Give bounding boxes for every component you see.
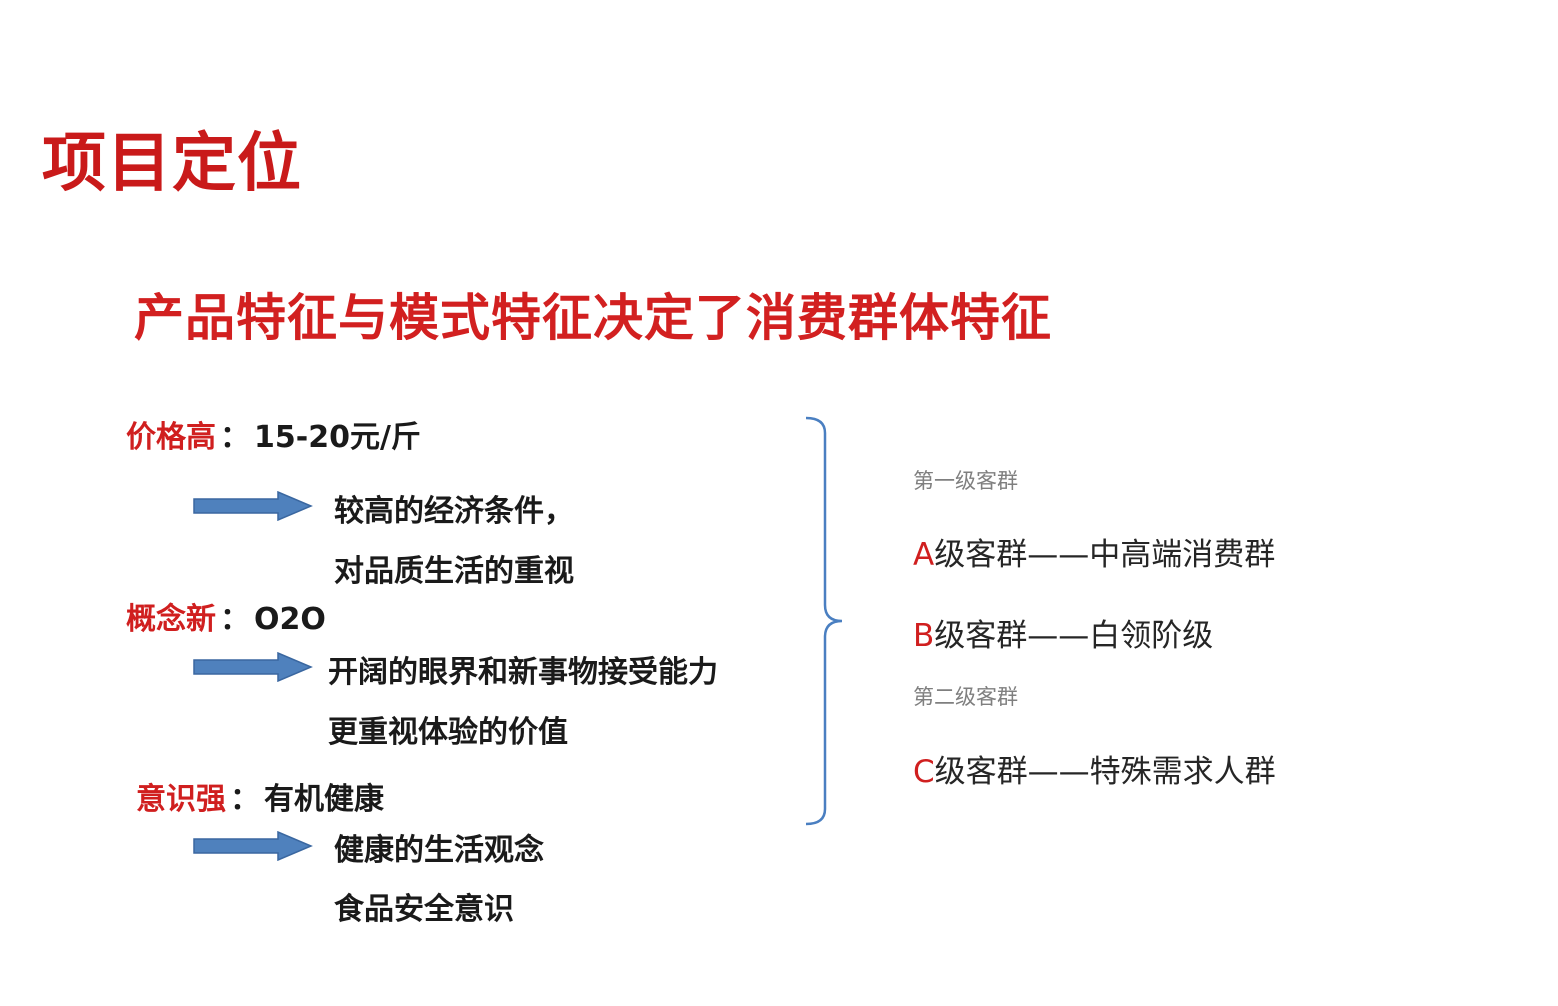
slide-subtitle: 产品特征与模式特征决定了消费群体特征 bbox=[134, 289, 1052, 347]
group-text: 级客群——中高端消费群 bbox=[934, 537, 1276, 573]
feature-line: 对品质生活的重视 bbox=[334, 554, 574, 589]
feature-separator: ： bbox=[220, 602, 250, 637]
feature-line: 食品安全意识 bbox=[334, 892, 514, 927]
feature-separator: ： bbox=[230, 782, 260, 817]
feature-line: 更重视体验的价值 bbox=[328, 715, 568, 750]
right-arrow-icon bbox=[193, 491, 313, 521]
group-text: 级客群——特殊需求人群 bbox=[934, 754, 1276, 790]
level2-label: 第二级客群 bbox=[913, 685, 1018, 709]
feature-label: 概念新 bbox=[126, 602, 216, 637]
feature-value: 有机健康 bbox=[264, 782, 384, 817]
feature-label: 价格高 bbox=[126, 420, 216, 455]
feature-separator: ： bbox=[220, 420, 250, 455]
group-letter: C bbox=[913, 754, 935, 790]
feature-value: 15-20元/斤 bbox=[254, 420, 421, 455]
feature-line: 较高的经济条件， bbox=[334, 494, 574, 529]
group-c: C级客群——特殊需求人群 bbox=[913, 746, 1276, 791]
group-a: A级客群——中高端消费群 bbox=[913, 529, 1275, 574]
feature-price: 价格高：15-20元/斤 bbox=[126, 412, 421, 456]
right-curly-brace bbox=[805, 416, 843, 826]
slide-title: 项目定位 bbox=[42, 127, 302, 201]
group-b: B级客群——白领阶级 bbox=[913, 610, 1213, 655]
level1-label: 第一级客群 bbox=[913, 469, 1018, 493]
feature-line: 开阔的眼界和新事物接受能力 bbox=[328, 655, 718, 690]
group-text: 级客群——白领阶级 bbox=[934, 618, 1214, 654]
feature-value: O2O bbox=[254, 602, 326, 637]
feature-concept: 概念新：O2O bbox=[126, 594, 326, 638]
feature-awareness: 意识强：有机健康 bbox=[136, 774, 384, 818]
feature-label: 意识强 bbox=[136, 782, 226, 817]
right-arrow-icon bbox=[193, 831, 313, 861]
right-arrow-icon bbox=[193, 652, 313, 682]
feature-line: 健康的生活观念 bbox=[334, 833, 544, 868]
group-letter: A bbox=[913, 537, 935, 573]
group-letter: B bbox=[913, 618, 935, 654]
